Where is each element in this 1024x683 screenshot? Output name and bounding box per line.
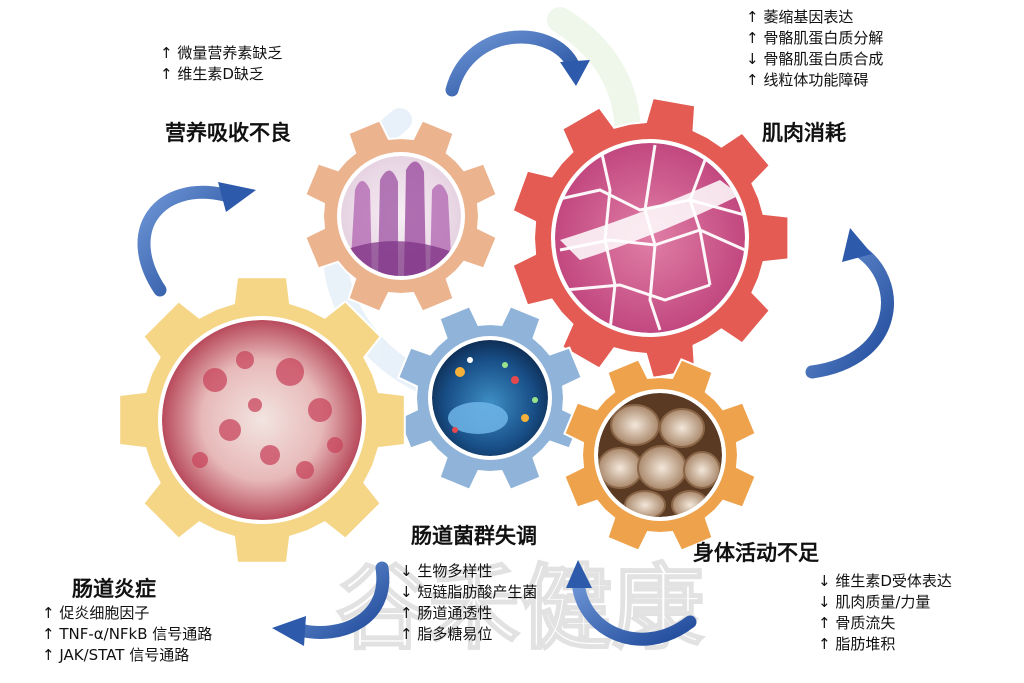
arrow-right [805,243,894,379]
dysbiosis-list: ↓ 生物多样性 ↓ 短链脂肪酸产生菌 ↑ 肠道通透性 ↑ 脂多糖易位 [400,561,537,645]
gut-bacteria-image [432,340,548,456]
arrow-top-head [560,60,590,86]
arrow-bottom-right [571,573,697,646]
list-item: ↑ JAK/STAT 信号通路 [42,646,190,664]
list-item: ↑ 线粒体功能障碍 [746,71,869,89]
list-item: ↑ 脂多糖易位 [400,625,493,643]
arrow-bottom-left-head [272,616,306,646]
inflammation-title: 肠道炎症 [72,577,156,601]
list-item: ↑ 萎缩基因表达 [746,8,854,26]
list-item: ↑ 肠道通透性 [400,604,493,622]
arrow-top [445,30,582,97]
list-item: ↓ 肌肉质量/力量 [818,593,931,611]
inflamed-mucosa-image [162,320,362,520]
cycle-arrows [137,30,894,646]
list-item: ↑ 维生素D缺乏 [160,65,264,83]
list-item: ↑ TNF-α/NFkB 信号通路 [42,625,213,643]
inactivity-title: 身体活动不足 [693,541,819,565]
malabsorption-list: ↑ 微量营养素缺乏 ↑ 维生素D缺乏 [160,43,282,85]
muscle-wasting-list: ↑ 萎缩基因表达 ↑ 骨骼肌蛋白质分解 ↓ 骨骼肌蛋白质合成 ↑ 线粒体功能障碍 [746,7,883,91]
list-item: ↑ 骨骼肌蛋白质分解 [746,29,884,47]
list-item: ↓ 短链脂肪酸产生菌 [400,583,538,601]
list-item: ↑ 微量营养素缺乏 [160,44,283,62]
muscle-wasting-title: 肌肉消耗 [762,121,846,145]
dysbiosis-title: 肠道菌群失调 [411,524,537,548]
list-item: ↑ 骨质流失 [818,614,896,632]
arrow-bottom-right-head [566,560,592,588]
arrow-right-head [842,228,872,262]
arrow-left [137,185,232,297]
muscle-histology-image [555,143,745,333]
malabsorption-title: 营养吸收不良 [165,121,291,145]
list-item: ↑ 促炎细胞因子 [42,604,150,622]
inactivity-list: ↓ 维生素D受体表达 ↓ 肌肉质量/力量 ↑ 骨质流失 ↑ 脂肪堆积 [818,571,952,655]
list-item: ↓ 骨骼肌蛋白质合成 [746,50,884,68]
list-item: ↓ 生物多样性 [400,562,493,580]
arrow-bottom-left [293,561,390,639]
inflammation-list: ↑ 促炎细胞因子 ↑ TNF-α/NFkB 信号通路 ↑ JAK/STAT 信号… [42,603,212,666]
list-item: ↓ 维生素D受体表达 [818,572,952,590]
bone-tissue-image [598,393,722,517]
arrow-left-head [218,182,256,212]
list-item: ↑ 脂肪堆积 [818,635,896,653]
